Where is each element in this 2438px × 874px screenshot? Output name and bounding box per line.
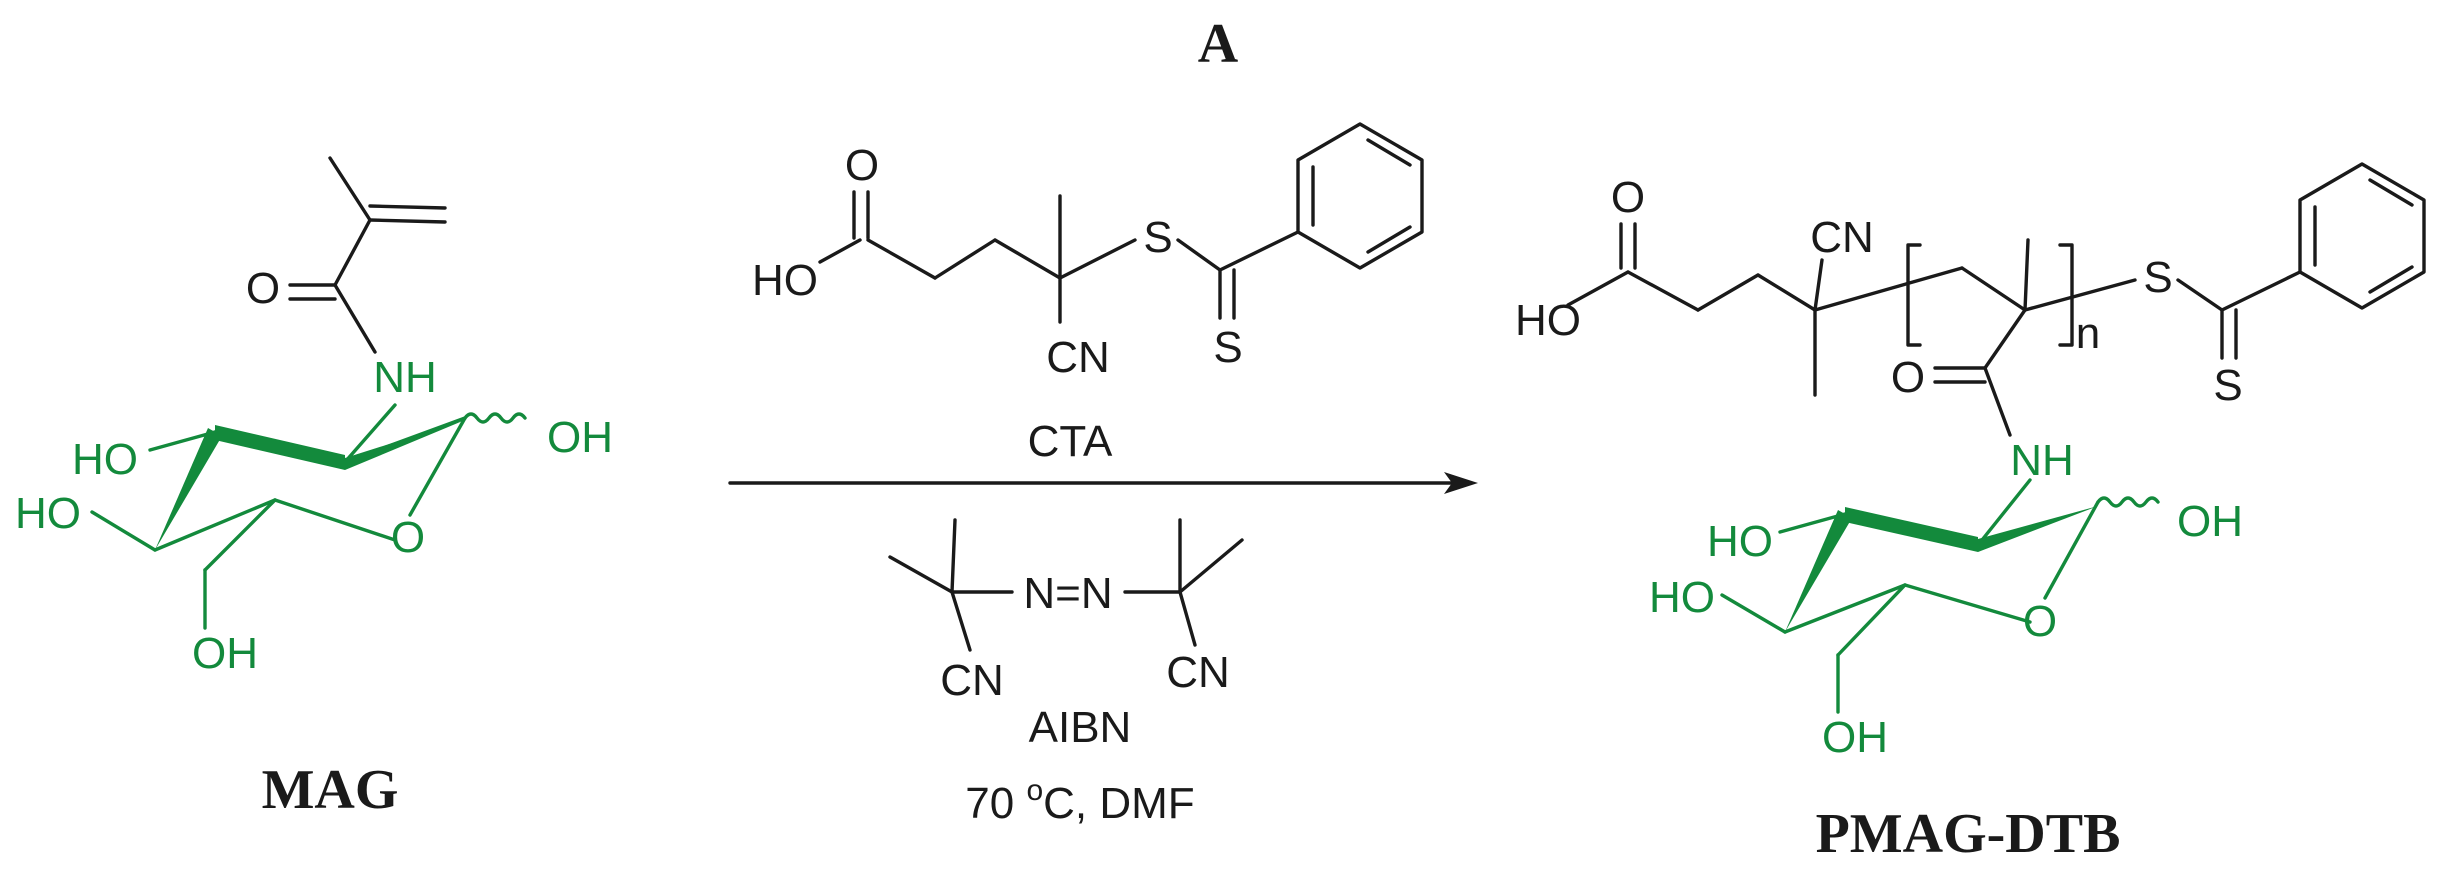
aibn-label: AIBN (1029, 703, 1132, 752)
product-cn: CN (1810, 213, 1874, 262)
aibn-cn-right: CN (1166, 648, 1230, 697)
product-s1: S (2143, 253, 2172, 302)
product-o-amide: O (1891, 353, 1925, 402)
product-structure (1566, 162, 2426, 714)
product-nh: NH (2010, 436, 2074, 485)
mag-ho-2: HO (72, 435, 138, 484)
aibn-cn-left: CN (940, 656, 1004, 705)
cta-label: CTA (1028, 417, 1113, 466)
mag-o-ring: O (391, 513, 425, 562)
product-o: O (1611, 173, 1645, 222)
product-ho-3: HO (1649, 573, 1715, 622)
product-ho-2: HO (1707, 517, 1773, 566)
reaction-arrow (728, 472, 1478, 494)
mag-ho-3: HO (15, 489, 81, 538)
product-oh-6: OH (1822, 713, 1888, 762)
cta-s1: S (1143, 213, 1172, 262)
reaction-conditions: 70 oC, DMF (965, 774, 1194, 828)
product-name: PMAG-DTB (1816, 803, 2121, 865)
product-o-ring: O (2023, 597, 2057, 646)
mag-nh: NH (373, 353, 437, 402)
aibn-structure (888, 518, 1244, 652)
product-ho: HO (1515, 296, 1581, 345)
cta-structure (818, 122, 1424, 324)
aibn-azo: N=N (1023, 569, 1112, 618)
panel-label: A (1198, 13, 1239, 75)
mag-name: MAG (262, 759, 399, 821)
cta-cn: CN (1046, 333, 1110, 382)
cta-ho: HO (752, 256, 818, 305)
product-s2: S (2213, 361, 2242, 410)
mag-oh-6: OH (192, 629, 258, 678)
cta-o: O (845, 141, 879, 190)
product-oh-anomeric: OH (2177, 497, 2243, 546)
cta-s2: S (1213, 323, 1242, 372)
mag-o-carbonyl: O (246, 264, 280, 313)
mag-structure (90, 156, 527, 630)
product-repeat-n: n (2076, 309, 2100, 358)
mag-oh-anomeric: OH (547, 413, 613, 462)
